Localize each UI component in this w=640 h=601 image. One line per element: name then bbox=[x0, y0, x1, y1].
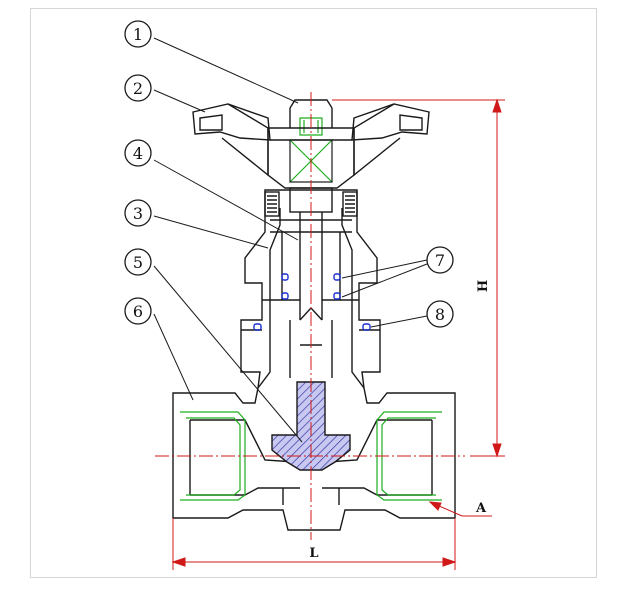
svg-text:6: 6 bbox=[133, 302, 143, 321]
pipe-thread bbox=[180, 117, 442, 501]
valve-body bbox=[172, 189, 456, 531]
svg-text:1: 1 bbox=[133, 25, 143, 44]
svg-text:2: 2 bbox=[133, 79, 143, 98]
dimension-length-label: L bbox=[309, 546, 318, 561]
callout-1: 1 bbox=[124, 20, 152, 48]
diagram-frame bbox=[30, 8, 597, 578]
dimension-lines bbox=[171, 98, 505, 570]
svg-text:3: 3 bbox=[133, 204, 143, 223]
o-ring-seals bbox=[253, 273, 371, 331]
callout-8: 8 bbox=[426, 300, 454, 328]
callout-2: 2 bbox=[124, 74, 152, 102]
centerlines bbox=[155, 92, 465, 540]
svg-text:8: 8 bbox=[435, 305, 445, 324]
callout-6: 6 bbox=[124, 297, 152, 325]
callout-leaders bbox=[153, 37, 428, 443]
svg-text:7: 7 bbox=[435, 251, 445, 270]
callout-3: 3 bbox=[124, 199, 152, 227]
thread-label: A bbox=[475, 501, 487, 516]
svg-text:5: 5 bbox=[133, 253, 143, 272]
callout-5: 5 bbox=[124, 248, 152, 276]
dimension-height-label: H bbox=[476, 280, 491, 292]
callout-7: 7 bbox=[426, 246, 454, 274]
callout-4: 4 bbox=[124, 139, 152, 167]
valve-stem bbox=[299, 212, 323, 300]
svg-text:4: 4 bbox=[133, 144, 143, 163]
